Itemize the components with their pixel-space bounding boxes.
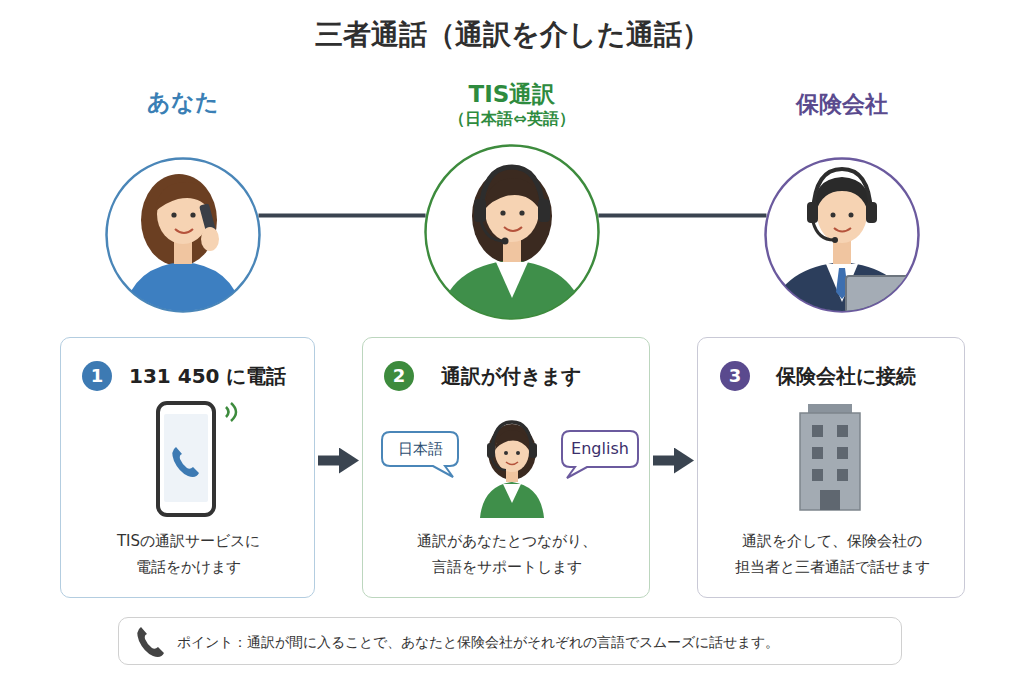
note-box: ポイント：通訳が間に入ることで、あなたと保険会社がそれぞれの言語でスムーズに話せ… (118, 617, 902, 665)
agent-figure-part (830, 316, 920, 324)
party-name: 保険会社 (722, 91, 962, 119)
circle-outline (105, 157, 261, 313)
bubble-outline (382, 432, 458, 477)
circle-outline (107, 159, 260, 312)
circle-outline (426, 146, 599, 319)
person-circle: あなた (105, 157, 261, 313)
step-number: 3 (720, 361, 750, 391)
step-number: 2 (384, 361, 414, 391)
circle-outline (424, 144, 600, 320)
party-name: あなた (63, 89, 303, 117)
party-name: TIS通訳 (382, 81, 642, 109)
flow-arrow (318, 456, 339, 466)
step-box: 通訳が付きます通訳があなたとつながり、 言語をサポートします 2 日本語 Englis… (362, 337, 650, 598)
step-number: 1 (82, 361, 112, 391)
step-description: 通訳があなたとつながり、 言語をサポートします (376, 529, 638, 580)
step-title: 通訳が付きます (441, 364, 581, 388)
party-subtitle: （日本語⇔英語） (382, 109, 642, 128)
connector-line (598, 214, 766, 218)
speech-bubble: English (561, 430, 639, 468)
badge-disc (384, 361, 414, 391)
circle-outline (766, 159, 919, 312)
company-circle: 保険会社 (764, 157, 920, 313)
flow-arrow (653, 456, 674, 466)
callout-number: 3 (720, 365, 750, 387)
language-label: English (561, 439, 639, 458)
badge-disc (82, 361, 112, 391)
speech-bubble: 日本語 (381, 431, 459, 467)
language-label: 日本語 (381, 440, 459, 458)
step-description: 通訳を介して、保険会社の 担当者と三者通話で話せます (706, 529, 958, 580)
step-box: 131 450 に電話 TISの通訳サービスに 電話をかけます 1 (60, 337, 315, 598)
step-description: TISの通訳サービスに 電話をかけます (73, 529, 305, 580)
callout-number: 2 (384, 365, 414, 387)
badge-disc (720, 361, 750, 391)
step-title: 保険会社に接続 (776, 364, 916, 388)
diagram-title: 三者通話（通訳を介した通話） (0, 16, 1024, 54)
step-box: 保険会社に接続通訳を介して、保険会社の 担当者と三者通話で話せます 3 (697, 337, 965, 598)
step-title: 131 450 に電話 (129, 364, 286, 388)
bubble-outline (562, 431, 638, 478)
callout-number: 1 (82, 365, 112, 387)
circle-outline (764, 157, 920, 313)
connector-line (259, 214, 426, 218)
note-text: ポイント：通訳が間に入ることで、あなたと保険会社がそれぞれの言語でスムーズに話せ… (177, 634, 779, 651)
interpreter-circle: TIS通訳（日本語⇔英語） (424, 144, 600, 320)
